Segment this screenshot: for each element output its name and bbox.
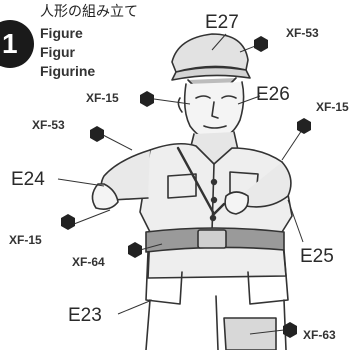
paint-label-belt: XF-64 (72, 255, 105, 269)
part-e25: E25 (300, 246, 334, 267)
part-e24: E24 (11, 169, 45, 190)
step-number: 1 (2, 28, 18, 59)
title-german: Figur (40, 44, 75, 60)
paint-marker-tunic (90, 126, 104, 142)
soldier-figure (91, 33, 293, 350)
part-e26: E26 (256, 84, 290, 105)
paint-marker-belt (128, 242, 142, 258)
title-french: Figurine (40, 63, 96, 79)
title-japanese: 人形の組み立て (40, 3, 138, 19)
paint-label-hand-right: XF-15 (316, 100, 349, 114)
paint-label-hand-left: XF-15 (9, 233, 42, 247)
paint-marker-cap (254, 36, 268, 52)
paint-label-face: XF-15 (86, 91, 119, 105)
paint-label-boots: XF-63 (303, 328, 336, 342)
paint-marker-boots (283, 322, 297, 338)
paint-marker-hand-right (297, 118, 311, 134)
paint-marker-hand-left (61, 214, 75, 230)
title-english: Figure (40, 25, 83, 41)
paint-label-cap: XF-53 (286, 26, 319, 40)
paint-marker-face (140, 91, 154, 107)
leader-lines (57, 33, 305, 335)
step-badge (0, 20, 34, 68)
part-e27: E27 (205, 12, 239, 33)
part-e23: E23 (68, 305, 102, 326)
paint-label-tunic: XF-53 (32, 118, 65, 132)
